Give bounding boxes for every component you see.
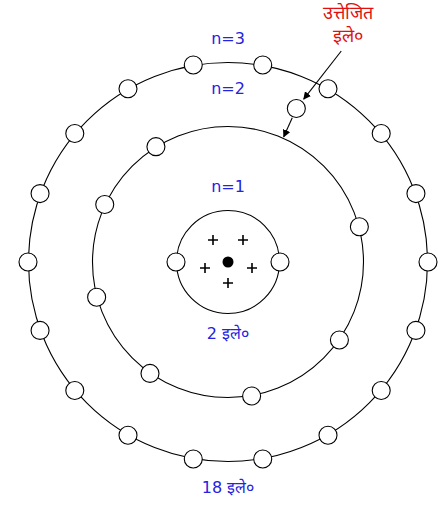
electron — [350, 218, 368, 236]
electron — [31, 321, 49, 339]
transition-arrow — [284, 118, 293, 137]
electron — [19, 253, 37, 271]
electron — [184, 56, 202, 74]
proton-signs — [200, 235, 257, 288]
shell-circle — [29, 63, 428, 462]
electron — [66, 382, 84, 400]
nucleus — [223, 257, 234, 268]
callout-label: उत्तेजित इले० — [306, 2, 390, 47]
electron — [88, 288, 106, 306]
electron-count: 2 इले० — [176, 324, 280, 343]
leader-arrow — [304, 51, 342, 99]
electron — [66, 124, 84, 142]
proton-sign — [208, 235, 218, 245]
electron — [184, 450, 202, 468]
electron — [330, 331, 348, 349]
shell-number: n=1 — [176, 177, 280, 196]
proton-sign — [238, 235, 248, 245]
electron — [407, 185, 425, 203]
electron-count: 18 इले० — [28, 478, 428, 497]
electron — [119, 426, 137, 444]
proton-sign — [200, 263, 210, 273]
shell-circle — [177, 211, 280, 314]
electron — [407, 321, 425, 339]
callout-box: उत्तेजित इले० — [306, 2, 390, 47]
shell-number: n=3 — [28, 29, 428, 48]
electrons — [19, 56, 437, 468]
electron — [167, 253, 185, 271]
electron — [419, 253, 437, 271]
electron — [254, 56, 272, 74]
electron — [372, 124, 390, 142]
electron — [271, 253, 289, 271]
electron — [287, 100, 305, 118]
electron — [141, 364, 159, 382]
electron — [31, 185, 49, 203]
electron — [119, 80, 137, 98]
electron — [243, 387, 261, 405]
electron — [96, 196, 114, 214]
electron — [319, 426, 337, 444]
electron — [147, 138, 165, 156]
proton-sign — [247, 263, 257, 273]
electron — [372, 382, 390, 400]
electron — [319, 80, 337, 98]
shell-circle — [93, 127, 364, 398]
electron — [254, 450, 272, 468]
shell-number: n=2 — [92, 79, 364, 98]
proton-sign — [223, 278, 233, 288]
